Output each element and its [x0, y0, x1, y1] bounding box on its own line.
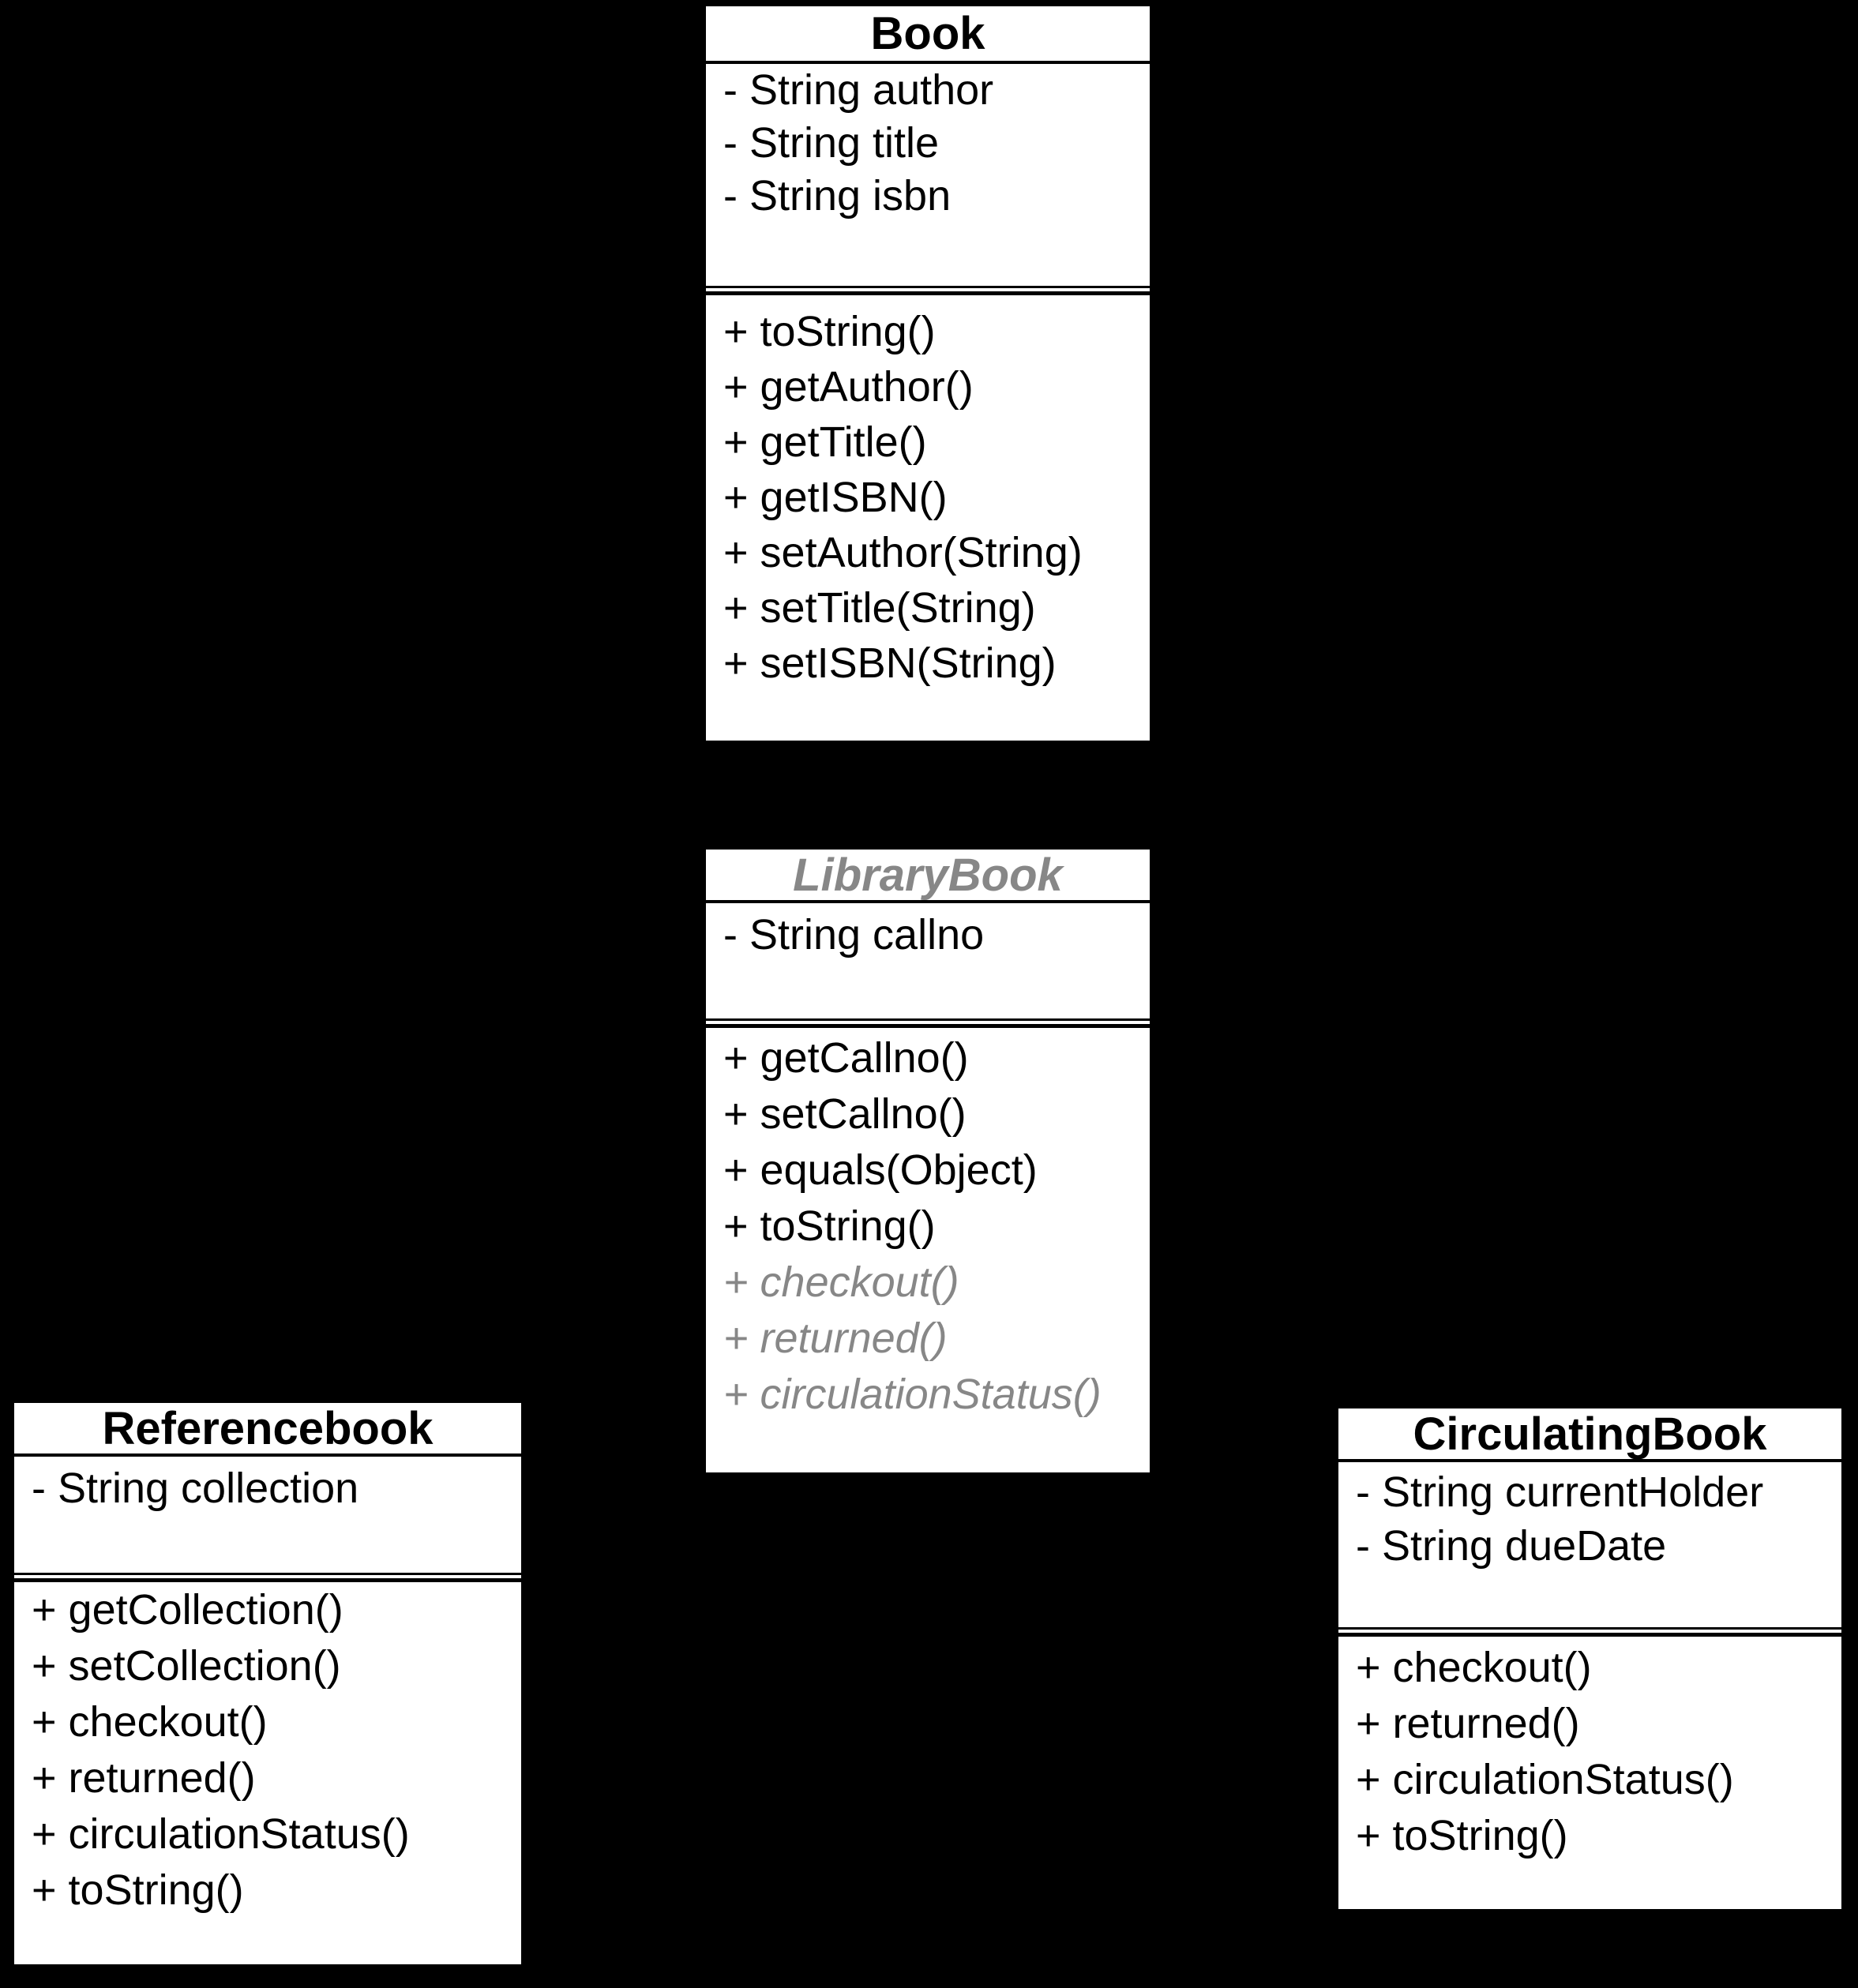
- method-row: + getTitle(): [723, 418, 927, 466]
- class-box-referencebook: Referencebook - String collection + getC…: [12, 1401, 524, 1967]
- method-row: + setAuthor(String): [723, 529, 1083, 576]
- method-row: + equals(Object): [723, 1146, 1038, 1194]
- class-box-circulatingbook: CirculatingBook - String currentHolder- …: [1336, 1406, 1844, 1911]
- class-title: CirculatingBook: [1338, 1408, 1841, 1462]
- class-box-book: Book - String author- String title- Stri…: [704, 4, 1152, 743]
- attribute-row: - String callno: [723, 911, 985, 958]
- attribute-row: - String title: [723, 119, 940, 167]
- method-row: + toString(): [32, 1866, 244, 1914]
- method-row: + circulationStatus(): [723, 1371, 1102, 1418]
- method-row: + getISBN(): [723, 474, 948, 521]
- class-title: Referencebook: [14, 1403, 521, 1457]
- method-row: + checkout(): [32, 1698, 268, 1746]
- attribute-row: - String author: [723, 66, 994, 114]
- method-row: + returned(): [32, 1754, 256, 1802]
- attributes-compartment: - String author - String title - String is…: [706, 64, 1150, 288]
- method-row: + checkout(): [723, 1258, 959, 1306]
- attribute-row: - String collection: [32, 1465, 359, 1512]
- method-row: + circulationStatus(): [32, 1810, 410, 1858]
- attribute-row: - String isbn: [723, 172, 952, 219]
- method-row: + toString(): [1356, 1812, 1568, 1859]
- method-row: + setTitle(String): [723, 584, 1036, 632]
- method-row: + returned(): [723, 1315, 948, 1362]
- methods-compartment: + checkout() + returned() + circulationSta…: [1338, 1633, 1841, 1909]
- method-row: + setISBN(String): [723, 640, 1057, 687]
- class-title: Book: [706, 6, 1150, 64]
- methods-compartment: + toString() + getAuthor() + getTitle() + g…: [706, 291, 1150, 741]
- method-row: + setCollection(): [32, 1642, 341, 1690]
- attributes-compartment: - String currentHolder - String dueDate: [1338, 1462, 1841, 1630]
- method-row: + getAuthor(): [723, 363, 974, 411]
- attributes-compartment: - String callno: [706, 903, 1150, 1021]
- method-row: + getCollection(): [32, 1586, 343, 1634]
- attributes-compartment: - String collection: [14, 1457, 521, 1575]
- method-row: + toString(): [723, 308, 936, 355]
- class-title: LibraryBook: [706, 850, 1150, 903]
- attribute-row: - String currentHolder: [1356, 1468, 1764, 1516]
- method-row: + circulationStatus(): [1356, 1756, 1734, 1803]
- attribute-row: - String dueDate: [1356, 1522, 1667, 1570]
- method-row: + setCallno(): [723, 1090, 967, 1138]
- method-row: + getCallno(): [723, 1034, 969, 1082]
- method-row: + checkout(): [1356, 1644, 1592, 1691]
- method-row: + returned(): [1356, 1700, 1580, 1747]
- methods-compartment: + getCallno() + setCallno() + equals(Objec…: [706, 1024, 1150, 1472]
- class-box-librarybook: LibraryBook - String callno + getCallno(…: [704, 847, 1152, 1475]
- method-row: + toString(): [723, 1202, 936, 1250]
- methods-compartment: + getCollection() + setCollection() + chec…: [14, 1578, 521, 1964]
